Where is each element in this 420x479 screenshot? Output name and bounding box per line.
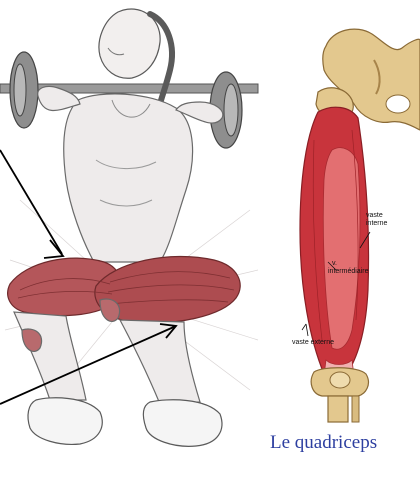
leader-vaste-externe [306,324,308,336]
thighs [8,256,241,322]
anatomy-drawing [262,0,420,479]
pointer-arrowhead-upper [44,240,63,258]
pointer-line-upper [0,150,62,254]
knee-and-tibia [311,368,368,422]
squat-drawing [0,0,262,479]
label-intermediaire-line1: v. [332,260,337,267]
patella [330,372,350,388]
squat-illustration [0,0,262,479]
label-vaste-externe: vaste externe [292,339,334,346]
label-vaste-interne-line1: vaste [366,212,383,219]
torso [64,94,193,262]
quadriceps-anatomy-figure: vaste interne v. intermédiaire vaste ext… [262,0,420,479]
shoes [28,398,222,447]
label-intermediaire-line2: intermédiaire [328,268,368,275]
figure-caption: Le quadriceps [270,432,377,454]
label-vaste-interne-line2: interne [366,220,387,227]
